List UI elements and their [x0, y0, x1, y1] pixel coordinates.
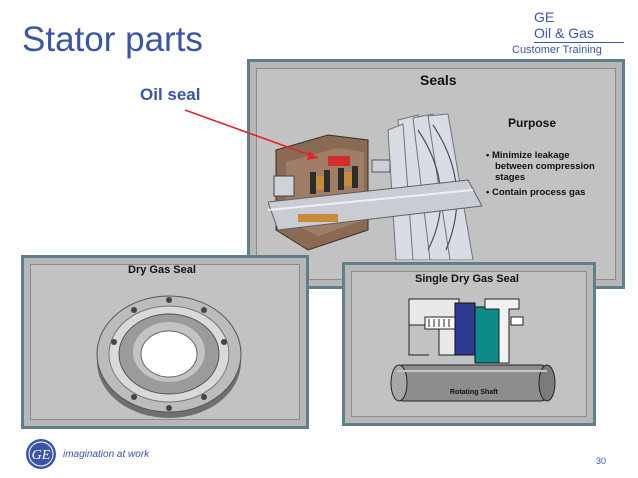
compressor-cutaway-illustration — [268, 113, 482, 260]
seals-bullet-1-cont2: stages — [495, 172, 526, 183]
single-dry-gas-seal-title: Single Dry Gas Seal — [415, 273, 519, 285]
seals-bullet-1: • Minimize leakage — [486, 150, 570, 161]
brand-line-training: Customer Training — [512, 44, 602, 56]
seals-panel: Seals Purpose • Minimize leakage between… — [250, 62, 622, 286]
ge-monogram-icon: GE — [26, 439, 56, 469]
dry-gas-seal-title: Dry Gas Seal — [128, 264, 196, 276]
rotating-shaft-label: Rotating Shaft — [450, 389, 498, 396]
seals-purpose-heading: Purpose — [508, 116, 557, 130]
slide-title: Stator parts — [22, 20, 203, 59]
brand-block: GE Oil & Gas Customer Training — [512, 10, 624, 58]
seals-bullet-1-cont: between compression — [495, 161, 595, 172]
ge-logo: GE — [25, 438, 57, 475]
single-dry-gas-seal-panel: Single Dry Gas Seal Rotating Shaft — [345, 265, 593, 423]
seals-bullet-2: • Contain process gas — [486, 187, 586, 198]
dry-gas-seal-photo — [96, 295, 242, 418]
brand-tagline: imagination at work — [63, 449, 150, 460]
brand-line-ge: GE — [534, 9, 555, 25]
oil-seal-callout: Oil seal — [140, 85, 201, 104]
single-dry-gas-seal-diagram — [390, 298, 556, 402]
page-number: 30 — [595, 456, 606, 466]
seals-panel-title: Seals — [420, 72, 457, 88]
dry-gas-seal-panel: Dry Gas Seal — [24, 258, 306, 426]
svg-text:GE: GE — [32, 448, 51, 463]
brand-line-oil-gas: Oil & Gas — [534, 25, 624, 43]
